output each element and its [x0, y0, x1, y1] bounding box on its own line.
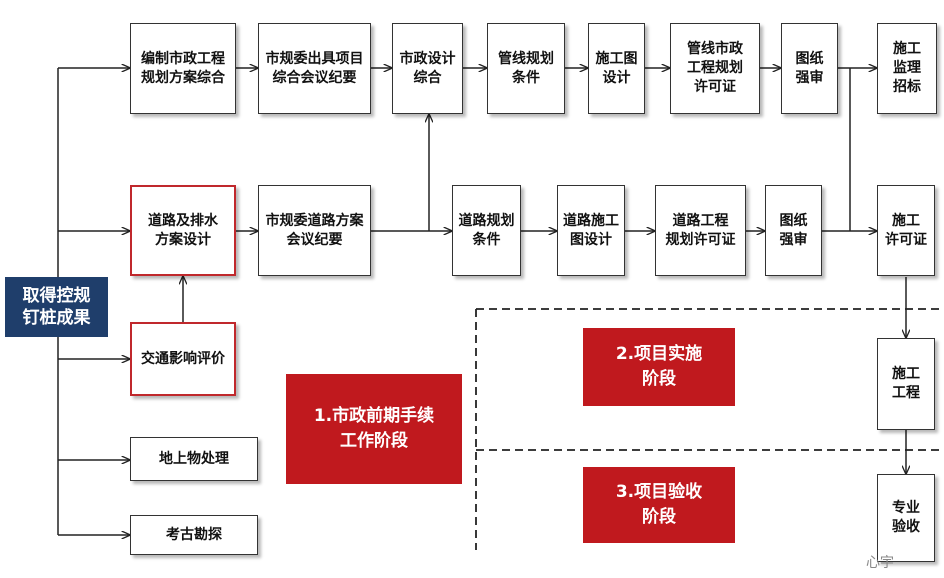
node-construction-works: 施工 工程 [877, 338, 935, 430]
node-traffic-impact-assessment: 交通影响评价 [130, 322, 236, 396]
node-municipal-planning-plan: 编制市政工程 规划方案综合 [130, 23, 236, 114]
node-road-drainage-design: 道路及排水 方案设计 [130, 185, 236, 276]
node-supervision-tender: 施工 监理 招标 [877, 23, 937, 114]
phase-1-label: 1.市政前期手续 工作阶段 [286, 374, 462, 484]
node-road-construction-drawing: 道路施工 图设计 [557, 185, 625, 276]
phase-3-label: 3.项目验收 阶段 [583, 467, 735, 543]
node-ground-objects-handling: 地上物处理 [130, 437, 258, 481]
node-construction-drawing-design: 施工图 设计 [588, 23, 645, 114]
node-road-planning-permit: 道路工程 规划许可证 [655, 185, 746, 276]
node-construction-permit: 施工 许可证 [877, 185, 935, 276]
watermark: 心宇 [866, 555, 894, 571]
node-professional-acceptance: 专业 验收 [877, 474, 935, 562]
node-drawing-review-1: 图纸 强审 [781, 23, 838, 114]
node-road-planning-conditions: 道路规划 条件 [452, 185, 521, 276]
node-committee-project-minutes: 市规委出具项目 综合会议纪要 [258, 23, 371, 114]
start-node: 取得控规 钉桩成果 [5, 277, 108, 337]
node-pipeline-planning-conditions: 管线规划 条件 [487, 23, 565, 114]
node-drawing-review-2: 图纸 强审 [765, 185, 822, 276]
node-committee-road-minutes: 市规委道路方案 会议纪要 [258, 185, 371, 276]
node-pipeline-planning-permit: 管线市政 工程规划 许可证 [670, 23, 760, 114]
node-archaeological-survey: 考古勘探 [130, 515, 258, 555]
node-municipal-design-synthesis: 市政设计 综合 [392, 23, 463, 114]
phase-2-label: 2.项目实施 阶段 [583, 328, 735, 406]
